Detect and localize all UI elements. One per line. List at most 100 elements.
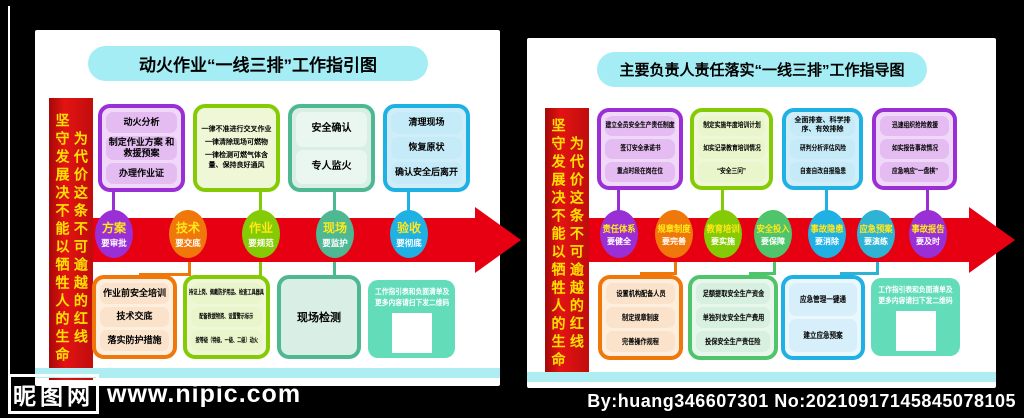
connector-plan (112, 190, 115, 216)
connector-hazard (825, 188, 828, 216)
left-top-box-plan: 动火分析 制定作业方案 和救援预案 办理作业证 (98, 104, 185, 192)
right-bottom-box-emergency: 应急管理一键通 建立应急预案 (781, 275, 865, 360)
box-item: 自查自改自报隐患 (790, 162, 855, 182)
box-item: 设置机构配备人员 (606, 283, 675, 304)
right-poster-panel: 主要负责人责任落实“一线三排”工作指导图 坚守发展决不能以牺牲人的生命 为代价这… (527, 38, 1015, 388)
box-item: 投保安全生产责任险 (696, 331, 770, 352)
left-top-box-confirm: 安全确认 专人监火 (288, 104, 375, 192)
left-top-box-finish: 清理现场 恢复原状 确认安全后离开 (383, 104, 470, 192)
watermark-url: www.nipic.com (107, 379, 302, 408)
box-line: 一律清除现场可燃物 (205, 138, 268, 146)
watermark-site: 昵图网 www.nipic.com (8, 374, 301, 414)
connector-emergency-elbow (840, 254, 879, 275)
box-item: 建立应急预案 (789, 319, 857, 352)
box-item: 恢复原状 (391, 137, 462, 159)
connector-measures (259, 252, 262, 278)
box-item: “安全三问” (698, 162, 765, 182)
left-bottom-box-training: 作业前安全培训 技术交底 落实防护措施 (92, 275, 177, 359)
step-circle-tech: 技术 要交底 (169, 210, 207, 258)
box-item: 制定规章制度 (606, 307, 675, 328)
box-item: 专人监火 (296, 149, 367, 184)
box-item: 如实记录教育培训情况 (698, 139, 765, 159)
box-item: 制定实施年度培训计划 (698, 116, 765, 136)
box-item: 办理作业证 (106, 163, 177, 184)
box-item: 单独列支安全生产费用 (696, 307, 770, 328)
box-item: 清理现场 (391, 112, 462, 134)
right-top-box-education: 制定实施年度培训计划 如实记录教育培训情况 “安全三问” (690, 108, 773, 190)
step-circle-education: 教育培训 要实施 (704, 210, 742, 258)
box-item: 技术交底 (100, 306, 169, 328)
red-line-slogan-banner: 坚守发展决不能以牺牲人的生命 为代价这条不可逾越的红线 (49, 98, 93, 380)
step-circle-plan: 方案 要审批 (95, 210, 133, 258)
slogan-column-1: 坚守发展决不能以牺牲人的生命 (550, 118, 567, 370)
box-item: 安全确认 (296, 112, 367, 147)
left-qr-box: 工作指引表和负面清单及 更多内容请扫下发二维码 (368, 280, 455, 358)
connector-education (721, 188, 724, 216)
box-item: 制定作业方案 和救援预案 (106, 135, 177, 161)
left-top-box-rules: 一律不准进行交叉作业 一律清除现场可燃物 一律检测可燃气体含量、保持良好通风 (193, 104, 280, 192)
right-panel-title: 主要负责人责任落实“一线三排”工作指导图 (597, 52, 927, 87)
bottom-accent-strip (35, 368, 500, 378)
connector-org-elbow (640, 254, 677, 275)
right-top-box-rescue: 迅速组织抢险救援 如实报告事故情况 应急响应“一盘棋” (872, 108, 957, 190)
slogan-column-1: 坚守发展决不能以牺牲人的生命 (54, 113, 71, 365)
left-bottom-box-measures: 持证上岗、佩戴防护用品、检查工具器具 配备救援物资、设置警示标示 按等级（特级、… (183, 275, 270, 359)
right-qr-box: 工作指引表和负面清单及 更多内容请扫下发二维码 (871, 278, 960, 356)
box-label: 现场检测 (297, 312, 341, 324)
step-circle-work: 作业 要规范 (242, 210, 280, 258)
timeline-arrow-head (475, 207, 521, 273)
box-item: 建立全员安全生产责任制度 (605, 116, 675, 136)
connector-confirm (333, 190, 336, 216)
left-poster-panel: 动火作业“一线三排”工作指引图 坚守发展决不能以牺牲人的生命 为代价这条不可逾越… (35, 30, 521, 386)
box-item: 配备救援物资、设置警示标示 (191, 306, 262, 328)
box-item: 确认安全后离开 (391, 162, 462, 184)
step-circle-investment: 安全投入 要保障 (754, 210, 792, 258)
step-circle-accept: 验收 要彻底 (390, 210, 428, 258)
step-circle-plan-drill: 应急预案 要演练 (857, 210, 895, 258)
right-bottom-box-funds: 足额提取安全生产资金 单独列支安全生产费用 投保安全生产责任险 (688, 275, 778, 360)
connector-rules (259, 190, 262, 216)
slogan-column-2: 为代价这条不可逾越的红线 (72, 131, 89, 347)
slogan-column-2: 为代价这条不可逾越的红线 (568, 136, 585, 352)
nipic-logo: 昵图网 (8, 374, 99, 414)
qr-code-placeholder (895, 310, 936, 351)
box-item: 应急响应“一盘棋” (880, 162, 949, 182)
box-line: 一律检测可燃气体含量、保持良好通风 (205, 152, 268, 170)
connector-training-elbow (139, 256, 191, 276)
watermark-credit: By:huang346607301 No:2021091714584507810… (587, 391, 1016, 411)
box-item: 按等级（特级、一级、二级）动火 (191, 330, 262, 352)
step-circle-responsibility: 责任体系 要健全 (600, 210, 638, 258)
connector-rescue (926, 188, 929, 216)
box-item: 完善操作规程 (606, 331, 675, 352)
qr-code-placeholder (391, 312, 432, 353)
box-item: 动火分析 (106, 112, 177, 133)
right-bottom-box-org: 设置机构配备人员 制定规章制度 完善操作规程 (598, 275, 683, 360)
box-item: 落实防护措施 (100, 330, 169, 352)
box-line: 一律不准进行交叉作业 (201, 125, 272, 133)
box-item: 应急管理一键通 (789, 283, 857, 316)
step-circle-rules: 规章制度 要完善 (655, 210, 693, 258)
left-bottom-box-detect: 现场检测 (277, 275, 361, 359)
right-top-box-hazard: 全面排查、科学排序、有效排除 研判分析评估风险 自查自改自报隐患 (782, 108, 863, 190)
step-circle-report: 事故报告 要及时 (909, 210, 947, 258)
red-line-slogan-banner: 坚守发展决不能以牺牲人的生命 为代价这条不可逾越的红线 (545, 108, 589, 380)
box-item: 作业前安全培训 (100, 283, 169, 304)
step-circle-site: 现场 要监护 (316, 210, 354, 258)
left-panel-title: 动火作业“一线三排”工作指引图 (88, 46, 428, 81)
box-item: 迅速组织抢险救援 (880, 116, 949, 136)
box-item: 重点时段在岗在位 (605, 162, 675, 182)
bottom-accent-strip (527, 372, 996, 382)
connector-detect (333, 252, 336, 278)
box-item: 如实报告事故情况 (880, 139, 949, 159)
connector-responsibility (617, 188, 620, 216)
right-top-box-responsibility: 建立全员安全生产责任制度 签订安全承诺书 重点时段在岗在位 (597, 108, 683, 190)
box-item: 足额提取安全生产资金 (696, 283, 770, 304)
photo-edge-line (8, 6, 10, 388)
step-circle-hazard: 事故隐患 要消除 (808, 210, 846, 258)
box-item: 研判分析评估风险 (790, 139, 855, 159)
box-item: 全面排查、科学排序、有效排除 (790, 116, 855, 136)
timeline-arrow-head (969, 207, 1015, 273)
box-item: 签订安全承诺书 (605, 139, 675, 159)
box-item: 持证上岗、佩戴防护用品、检查工具器具 (189, 283, 264, 304)
